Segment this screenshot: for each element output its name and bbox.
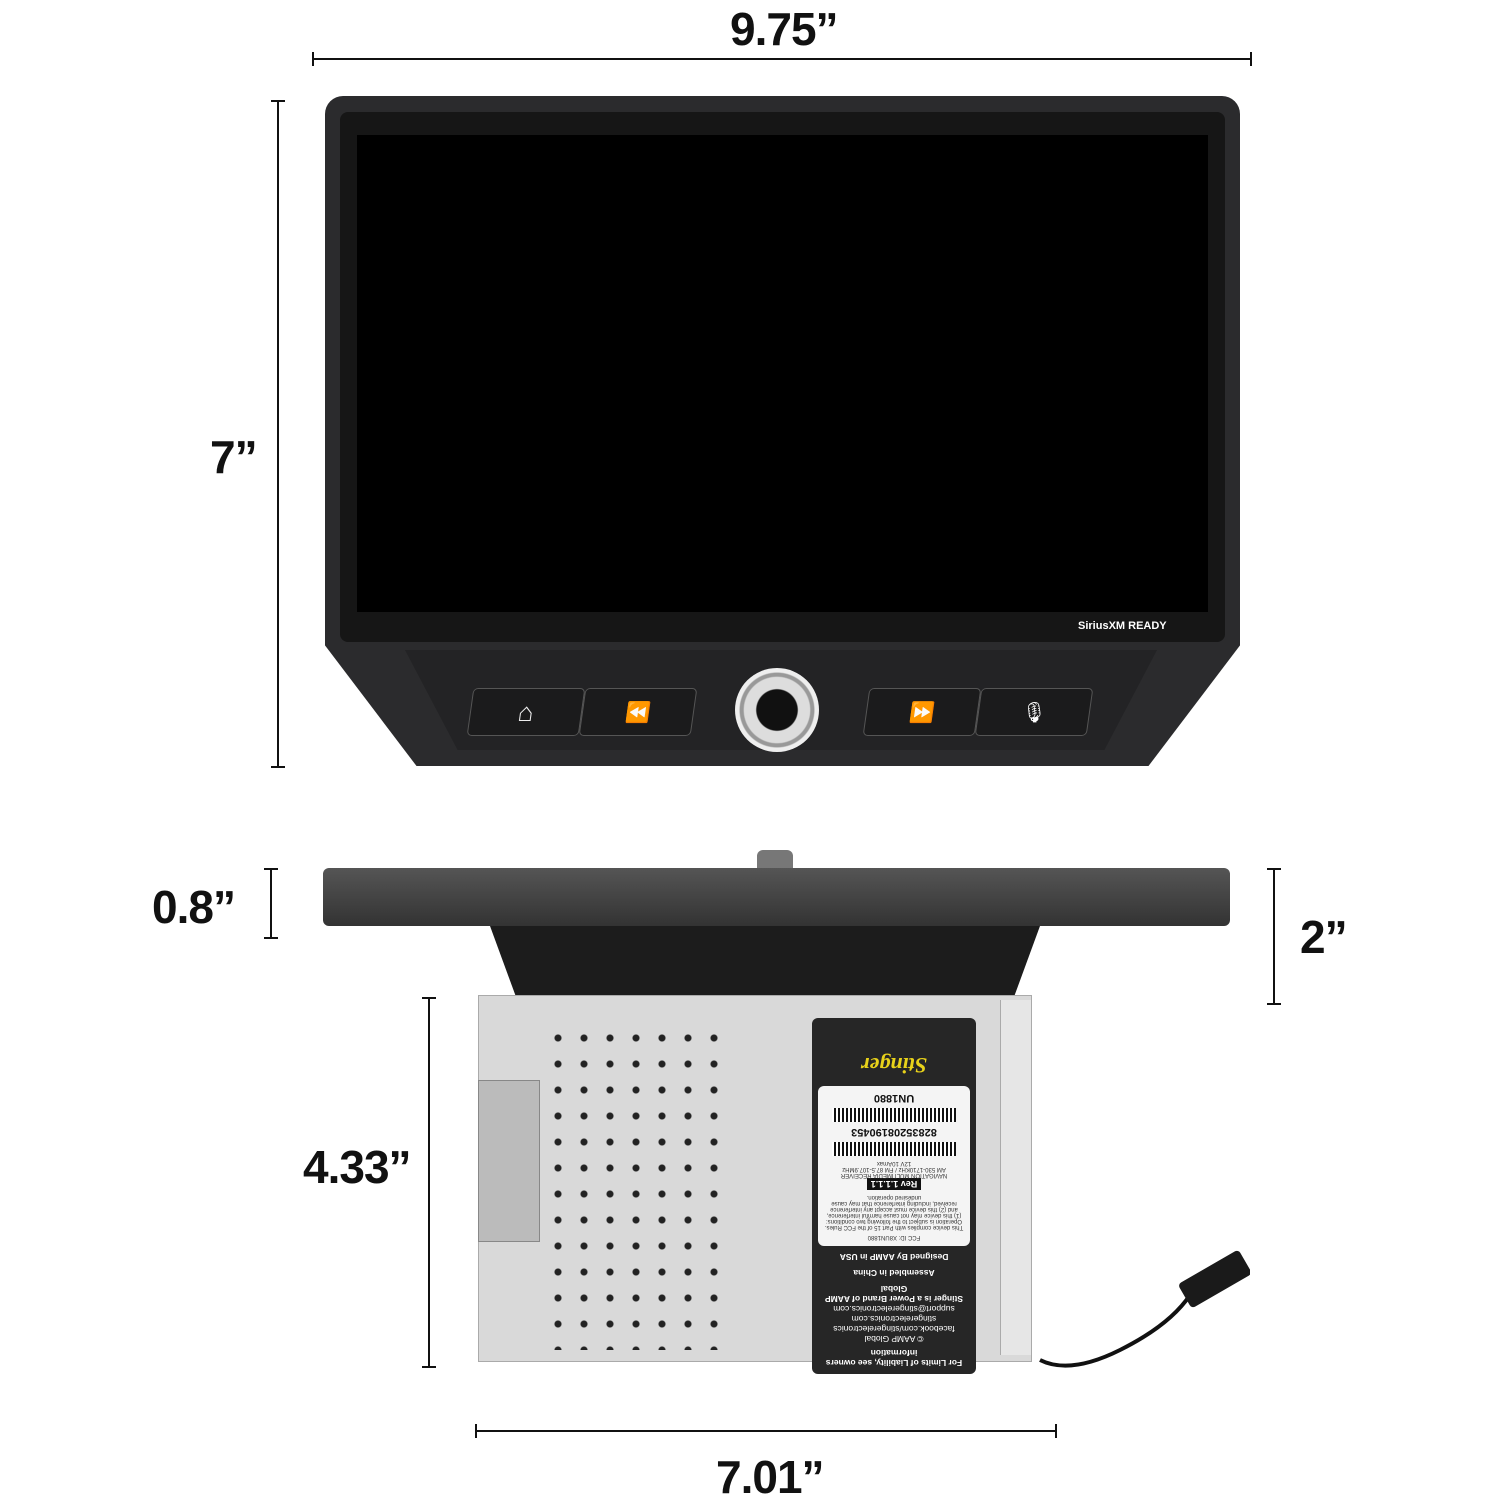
brand-line: support@stingerelectronics.com — [833, 1304, 955, 1314]
rewind-button[interactable]: ⏪ — [578, 688, 698, 736]
product-type: NAVIGATION MULTIMEDIA RECEIVER — [840, 1172, 948, 1178]
barcode-number: 828352081904​53 — [851, 1126, 937, 1138]
chassis-heatsink — [478, 1080, 540, 1242]
total-depth-line — [1273, 868, 1275, 1004]
height-dimension-label: 7” — [210, 431, 258, 483]
fast-forward-button[interactable]: ⏩ — [862, 688, 982, 736]
dimension-cap — [1055, 1424, 1057, 1438]
microphone-button[interactable]: 🎙 — [974, 688, 1094, 736]
frequency-bands: AM 530-1710KHz / FM 87.5-107.9MHz — [842, 1166, 946, 1172]
brand-line: stingerelectronics.com — [851, 1314, 937, 1324]
label-info-panel: FCC ID: X8UN1880 This device complies wi… — [818, 1086, 970, 1246]
dimension-cap — [312, 52, 314, 66]
siriusxm-logo: SiriusXM READY — [1078, 620, 1167, 632]
fast-forward-icon: ⏩ — [907, 701, 936, 724]
height-dimension-line — [277, 100, 279, 768]
faceplate-side — [323, 868, 1230, 926]
dimension-cap — [264, 868, 278, 870]
width-dimension-line — [312, 58, 1252, 60]
knob-top — [757, 850, 793, 870]
dimension-cap — [271, 100, 285, 102]
product-label: For Limits of Liability, see owners info… — [812, 1018, 976, 1374]
home-icon: ⌂ — [516, 696, 537, 727]
fcc-id: FCC ID: X8UN1880 — [867, 1234, 921, 1240]
faceplate-depth-line — [270, 868, 272, 938]
rubber-mount — [490, 926, 1040, 1001]
cable-connector — [1179, 1250, 1250, 1308]
dimension-cap — [1267, 868, 1281, 870]
ventilation-holes — [545, 1025, 735, 1350]
designed-text: Designed By AAMP in USA — [839, 1252, 949, 1262]
dimension-cap — [1250, 52, 1252, 66]
dimension-cap — [1267, 1003, 1281, 1005]
chassis-depth-line — [428, 997, 430, 1367]
barcode — [832, 1108, 956, 1122]
fcc-statement: This device complies with Part 15 of the… — [824, 1194, 964, 1230]
assembled-text: Assembled in China — [853, 1268, 935, 1278]
dimension-cap — [422, 997, 436, 999]
brand-line: Stinger is a Power Brand of AAMP Global — [824, 1284, 964, 1304]
touchscreen[interactable] — [357, 135, 1208, 612]
stinger-logo: Stinger — [860, 1053, 928, 1078]
rewind-icon: ⏪ — [623, 701, 652, 724]
width-dimension-label: 9.75” — [730, 3, 839, 55]
microphone-icon: 🎙 — [1019, 701, 1049, 724]
home-button[interactable]: ⌂ — [466, 688, 586, 736]
chassis-width-line — [475, 1430, 1057, 1432]
dimension-cap — [475, 1424, 477, 1438]
faceplate-depth-label: 0.8” — [152, 881, 236, 933]
chassis-depth-label: 4.33” — [303, 1141, 412, 1193]
brand-line: © AAMP Global — [864, 1334, 924, 1344]
power-cable — [1039, 1250, 1250, 1368]
liability-notice: For Limits of Liability, see owners info… — [825, 1348, 963, 1368]
brand-line: facebook.com/stingerelectronics — [833, 1324, 955, 1334]
dimension-cap — [422, 1366, 436, 1368]
revision: Rev 1.1.1.1 — [866, 1178, 922, 1190]
total-depth-label: 2” — [1300, 911, 1348, 963]
barcode — [832, 1142, 956, 1156]
chassis-side-rail — [1000, 1000, 1031, 1355]
dimension-cap — [271, 766, 285, 768]
dimension-cap — [264, 937, 278, 939]
model-number: UN1880 — [873, 1092, 915, 1104]
cable — [1039, 1293, 1192, 1368]
chassis-width-label: 7.01” — [716, 1451, 825, 1503]
volume-knob[interactable] — [735, 668, 819, 752]
